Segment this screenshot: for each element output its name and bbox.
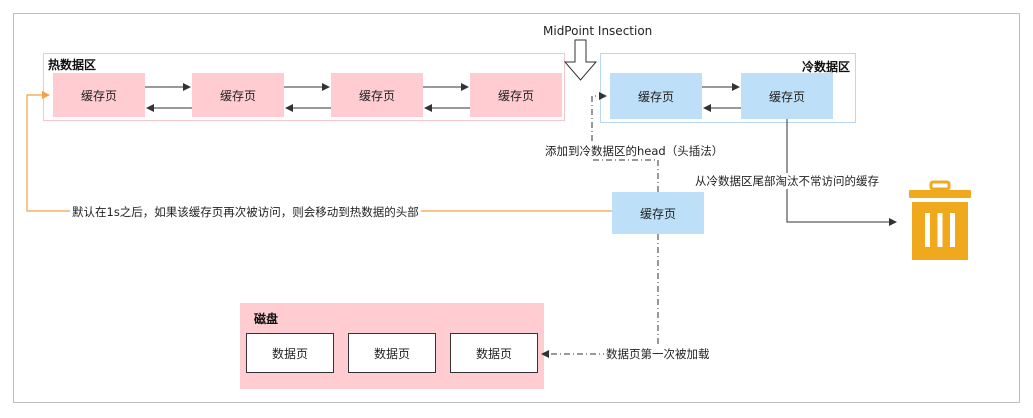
first-load-label: 数据页第一次被加载: [604, 346, 712, 362]
trash-can-icon: [909, 180, 971, 260]
midpoint-arrow: [563, 39, 598, 81]
disk-data-page-3: 数据页: [450, 333, 538, 373]
first-load-line: [541, 234, 659, 358]
add-to-cold-head-label: 添加到冷数据区的head（头插法）: [543, 143, 726, 159]
diagram-frame: [13, 13, 1020, 403]
hot-cache-page-4: 缓存页: [470, 73, 562, 117]
hot-cache-page-2: 缓存页: [192, 73, 284, 117]
cold-cache-page-1: 缓存页: [610, 73, 702, 119]
disk-zone-title: 磁盘: [254, 312, 279, 326]
hot-zone-title: 热数据区: [48, 58, 97, 72]
promote-to-hot-line: [26, 91, 612, 212]
move-to-hot-head-label: 默认在1s之后，如果该缓存页再次被访问，则会移动到热数据的头部: [70, 204, 421, 220]
hot-cache-page-3: 缓存页: [331, 73, 423, 117]
cold-cache-page-2: 缓存页: [741, 73, 833, 119]
evict-from-cold-tail-label: 从冷数据区尾部淘汰不常访问的缓存: [693, 173, 881, 189]
new-cache-page: 缓存页: [612, 192, 704, 234]
cold-data-zone: [600, 53, 856, 123]
midpoint-label: MidPoint Insection: [543, 24, 653, 38]
hot-data-zone: [43, 53, 565, 121]
cold-zone-title: 冷数据区: [802, 60, 851, 74]
evict-line: [786, 119, 897, 226]
disk-data-page-2: 数据页: [348, 333, 436, 373]
disk-data-page-1: 数据页: [246, 333, 334, 373]
hot-cache-page-1: 缓存页: [53, 73, 145, 117]
